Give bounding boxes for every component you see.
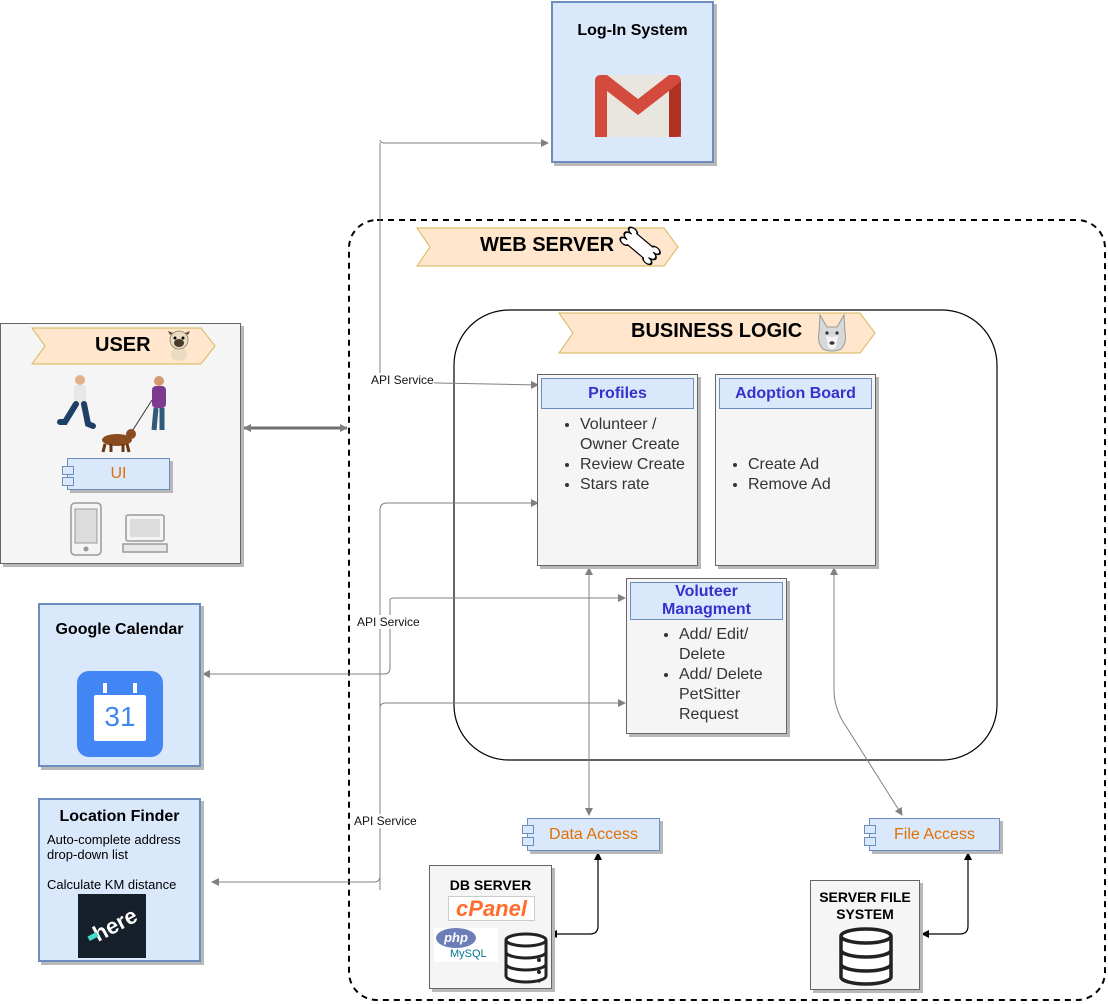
php-mysql-logo: php MySQL <box>434 928 498 962</box>
db-server-box: DB SERVER cPanel php MySQL <box>429 865 552 989</box>
google-calendar-title: Google Calendar <box>55 621 184 638</box>
list-item: Add/ Delete PetSitter Request <box>679 665 780 725</box>
gmail-icon <box>595 75 681 137</box>
ui-component: UI <box>67 458 170 490</box>
user-banner <box>31 327 216 365</box>
adoption-title: Adoption Board <box>719 378 872 409</box>
web-server-banner <box>416 227 679 267</box>
login-api-line <box>379 139 549 147</box>
file-access-label: File Access <box>894 826 975 843</box>
list-item: Volunteer / Owner Create <box>580 415 691 455</box>
php-logo-text: php <box>436 928 476 948</box>
location-finder-box: Location Finder Auto-complete address dr… <box>38 798 201 962</box>
user-label: USER <box>95 334 151 356</box>
api-label: API Service <box>354 814 417 828</box>
adoption-board-panel: Adoption Board Create Ad Remove Ad <box>715 374 876 566</box>
calendar-day: 31 <box>104 701 136 732</box>
calendar-api-line <box>202 600 391 678</box>
user-box: USER UI <box>0 323 241 564</box>
api-label: API Service <box>371 373 434 387</box>
adoption-list: Create Ad Remove Ad <box>716 455 871 495</box>
mysql-logo-text: MySQL <box>450 948 487 960</box>
list-item: Add/ Edit/ Delete <box>679 625 780 665</box>
location-line2: Calculate KM distance <box>47 877 177 892</box>
bone-icon <box>619 226 661 266</box>
list-item: Create Ad <box>748 455 871 475</box>
login-title: Log-In System <box>577 22 688 39</box>
volunteer-management-panel: Voluteer Managment Add/ Edit/ Delete Add… <box>626 578 787 734</box>
file-fs-line <box>921 852 972 938</box>
profiles-title: Profiles <box>541 378 694 409</box>
google-calendar-box: Google Calendar 31 <box>38 603 201 767</box>
database-icon <box>504 932 548 984</box>
file-system-title: SERVER FILE SYSTEM <box>819 889 911 922</box>
here-logo-text: here <box>88 902 142 947</box>
component-tab <box>864 825 876 834</box>
volunteer-request-line <box>379 699 626 709</box>
api-label: API Service <box>357 615 420 629</box>
data-access-label: Data Access <box>549 826 638 843</box>
list-item: Remove Ad <box>748 475 871 495</box>
laptop-icon <box>122 514 168 553</box>
pug-icon <box>168 330 190 361</box>
volunteer-api-line <box>389 594 626 602</box>
data-db-line <box>549 852 602 938</box>
mobile-phone-icon <box>70 502 102 556</box>
profiles-panel: Profiles Volunteer / Owner Create Review… <box>537 374 698 566</box>
component-tab <box>62 477 74 486</box>
business-logic-label: BUSINESS LOGIC <box>631 320 803 342</box>
wolf-dog-icon <box>818 313 846 352</box>
db-server-title: DB SERVER <box>449 877 532 893</box>
file-access-component: File Access <box>869 818 1000 851</box>
volunteer-title: Voluteer Managment <box>630 582 783 620</box>
ui-label: UI <box>110 465 127 482</box>
web-server-label: WEB SERVER <box>480 234 615 256</box>
profiles-list: Volunteer / Owner Create Review Create S… <box>538 415 691 495</box>
data-access-component: Data Access <box>527 818 660 851</box>
calendar-icon: 31 <box>77 671 163 757</box>
cpanel-logo: cPanel <box>448 896 535 921</box>
location-api-line <box>211 708 381 886</box>
web-server-boundary <box>348 219 1106 1001</box>
volunteer-list: Add/ Edit/ Delete Add/ Delete PetSitter … <box>627 625 780 725</box>
profiles-review-line <box>379 499 539 890</box>
component-tab <box>522 837 534 846</box>
server-file-system-box: SERVER FILE SYSTEM <box>810 880 920 990</box>
here-logo: here <box>78 894 146 958</box>
component-tab <box>522 825 534 834</box>
database-icon <box>839 927 893 986</box>
location-line1: Auto-complete address drop-down list <box>47 832 181 862</box>
location-title: Location Finder <box>59 808 180 825</box>
component-tab <box>62 466 74 475</box>
list-item: Review Create <box>580 455 691 475</box>
adoption-file-line <box>830 567 903 816</box>
login-system-box: Log-In System <box>551 1 714 163</box>
list-item: Stars rate <box>580 475 691 495</box>
people-walking-dog-icon <box>57 375 166 453</box>
business-logic-banner <box>558 312 876 354</box>
component-tab <box>864 837 876 846</box>
